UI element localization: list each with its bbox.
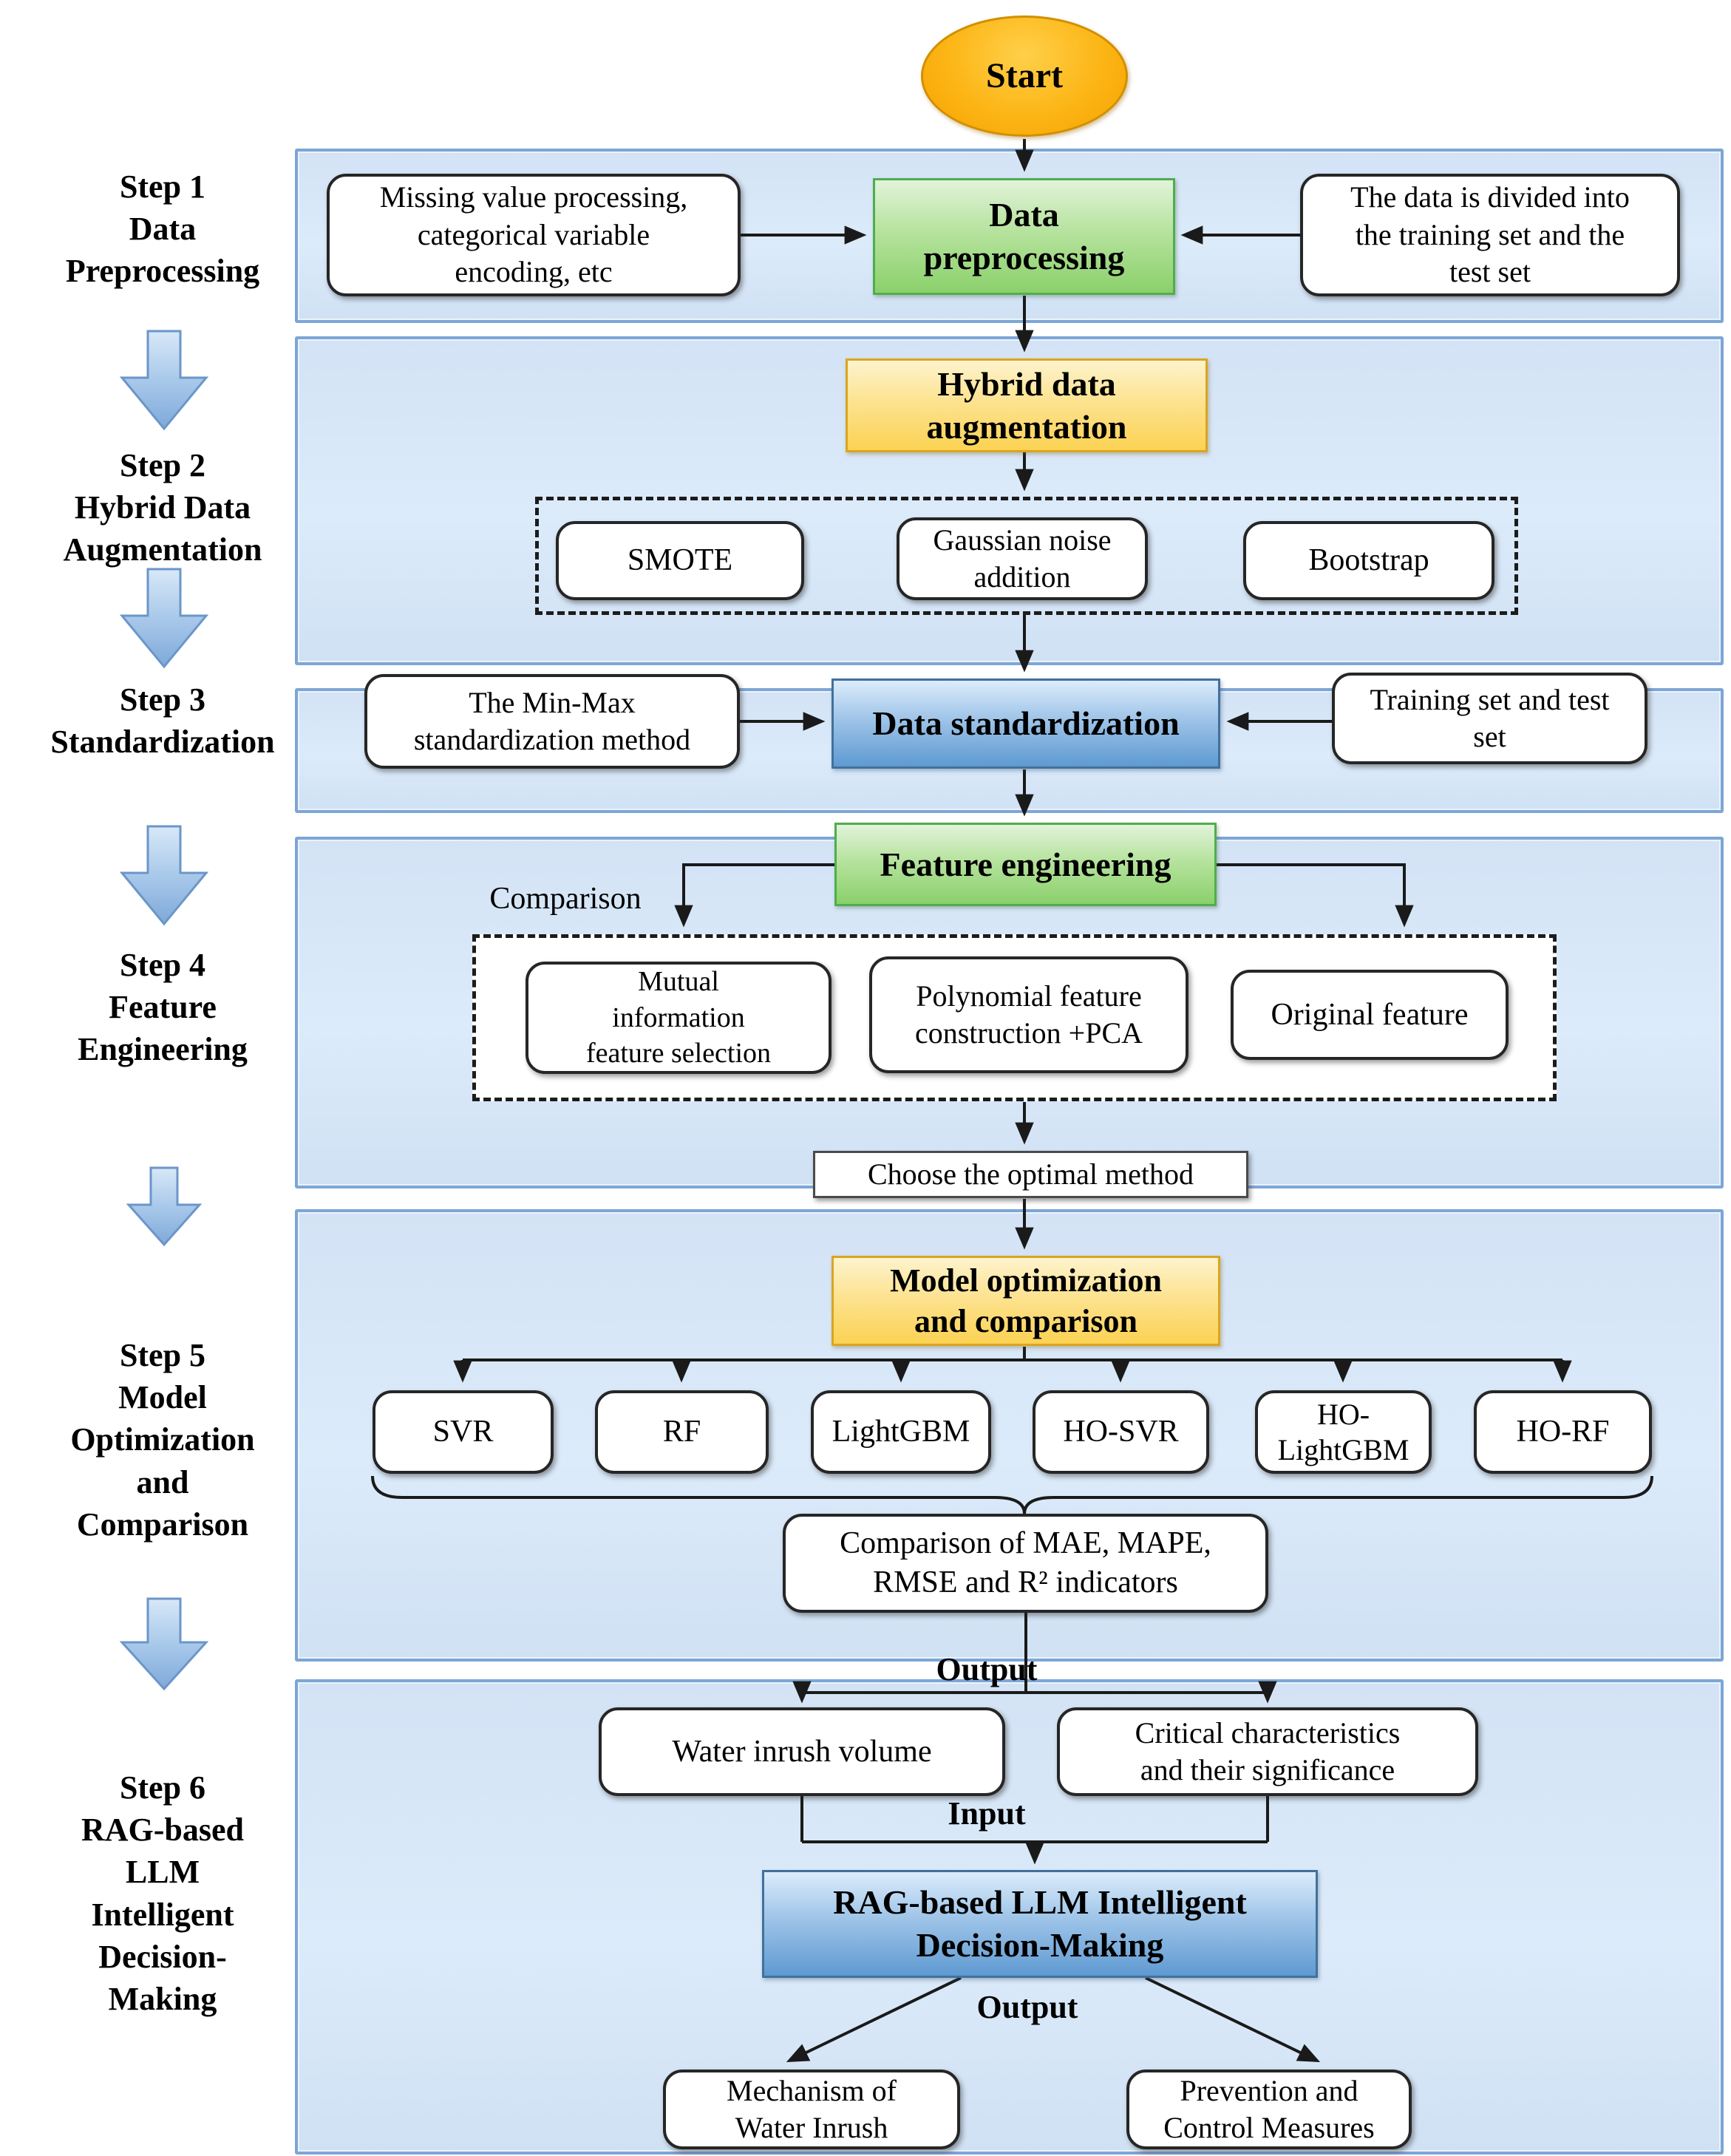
gaussian-noise-box: Gaussian noise addition: [897, 517, 1148, 600]
water-inrush-volume-box: Water inrush volume: [599, 1707, 1005, 1796]
bootstrap-box: Bootstrap: [1243, 521, 1494, 600]
step-label-4: Step 4 Feature Engineering: [78, 947, 248, 1068]
train-test-split-box: The data is divided into the training se…: [1300, 174, 1680, 296]
critical-characteristics-box: Critical characteristics and their signi…: [1057, 1707, 1478, 1796]
prevention-control-box: Prevention and Control Measures: [1126, 2070, 1412, 2149]
model-lightgbm-box: LightGBM: [811, 1390, 991, 1474]
comparison-label: Comparison: [489, 882, 642, 916]
smote-box: SMOTE: [556, 521, 804, 600]
model-rf-box: RF: [595, 1390, 769, 1474]
mutual-information-box: Mutual information feature selection: [526, 962, 832, 1074]
model-svr-box: SVR: [373, 1390, 554, 1474]
polynomial-pca-box: Polynomial feature construction +PCA: [869, 956, 1188, 1073]
augmentation-methods-container: [535, 497, 1518, 615]
original-feature-box: Original feature: [1231, 970, 1509, 1060]
model-ho-rf-box: HO-RF: [1474, 1390, 1652, 1474]
rag-llm-decision-box: RAG-based LLM Intelligent Decision-Makin…: [762, 1870, 1318, 1978]
training-test-set-box: Training set and test set: [1332, 673, 1647, 764]
feature-engineering-box: Feature engineering: [834, 823, 1217, 906]
step-label-3: Step 3 Standardization: [50, 681, 275, 761]
metrics-comparison-box: Comparison of MAE, MAPE, RMSE and R² ind…: [783, 1514, 1268, 1613]
choose-optimal-method-box: Choose the optimal method: [813, 1151, 1248, 1198]
missing-value-processing-box: Missing value processing, categorical va…: [327, 174, 741, 296]
output-label-bottom: Output: [976, 1989, 1078, 2025]
output-label-top: Output: [936, 1651, 1038, 1687]
hybrid-data-augmentation-box: Hybrid data augmentation: [846, 358, 1208, 452]
step-label-1: Step 1 Data Preprocessing: [65, 169, 260, 290]
mechanism-water-inrush-box: Mechanism of Water Inrush: [663, 2070, 960, 2149]
model-ho-lightgbm-box: HO- LightGBM: [1255, 1390, 1432, 1474]
start-node: Start: [921, 16, 1128, 137]
min-max-method-box: The Min-Max standardization method: [364, 674, 740, 769]
step-label-2: Step 2 Hybrid Data Augmentation: [63, 447, 262, 568]
data-preprocessing-box: Data preprocessing: [873, 178, 1175, 295]
model-optimization-box: Model optimization and comparison: [832, 1256, 1220, 1346]
model-ho-svr-box: HO-SVR: [1033, 1390, 1209, 1474]
step-label-6: Step 6 RAG-based LLM Intelligent Decisio…: [81, 1769, 245, 2017]
input-label: Input: [948, 1795, 1026, 1832]
step-label-5: Step 5 Model Optimization and Comparison: [70, 1337, 255, 1543]
data-standardization-box: Data standardization: [832, 679, 1220, 769]
